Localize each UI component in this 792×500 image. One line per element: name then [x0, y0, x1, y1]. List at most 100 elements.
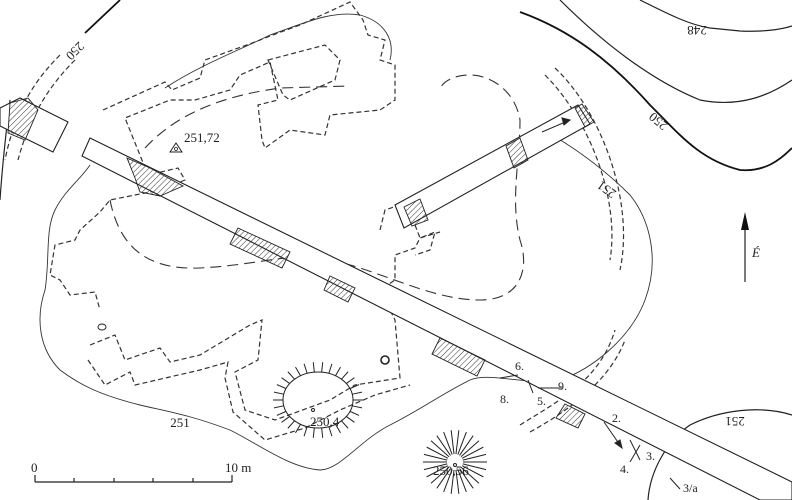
- north-arrow-icon: [741, 212, 749, 282]
- contour-line-250-right: [519, 11, 792, 172]
- building-wall: [49, 1, 396, 311]
- spot-height-trig: 251,72: [184, 130, 220, 145]
- contour-line-250-left: [84, 0, 121, 34]
- hachure-line: [281, 377, 290, 384]
- pit-icon: [97, 323, 107, 331]
- hachure-line: [303, 426, 308, 437]
- hachure-line: [460, 440, 480, 458]
- hachure-line: [341, 420, 349, 429]
- hatched-section-ne-3: [574, 103, 595, 128]
- contour-label-251-se: 251: [725, 414, 745, 429]
- hachure-line: [457, 431, 467, 455]
- contour-line-250-left-dashed-2: [17, 59, 76, 161]
- hachure-line: [349, 410, 360, 416]
- hachure-line: [423, 453, 448, 461]
- scale-bar: [34, 475, 233, 483]
- hachure-line: [287, 371, 295, 380]
- scale-bar-start: 0: [31, 460, 38, 475]
- contour-label-248: 248: [687, 23, 707, 38]
- hachure-line: [462, 453, 487, 461]
- hachure-line: [273, 405, 284, 409]
- contour-label-251-bottom: 251: [170, 415, 190, 430]
- hachure-line: [341, 371, 349, 380]
- hachure-line: [276, 384, 287, 390]
- hachure-line: [455, 469, 460, 494]
- section-label-9: 9.: [558, 379, 567, 393]
- contour-line-250-left-dashed: [4, 54, 61, 161]
- hachure-line: [426, 446, 449, 459]
- section-label-3: 3.: [646, 449, 655, 463]
- hachure-line: [328, 363, 333, 374]
- hatched-section-1: [126, 157, 185, 197]
- hachure-line: [443, 431, 453, 455]
- hachure-line: [423, 463, 448, 471]
- hachure-line: [346, 377, 355, 384]
- contour-line-251-se: [647, 409, 792, 500]
- section-label-3a: 3/a: [683, 481, 698, 495]
- hachure-line: [335, 366, 341, 377]
- section-label-8: 8.: [500, 392, 509, 406]
- hachure-line: [352, 391, 363, 395]
- hachure-line: [436, 435, 451, 456]
- hachure-line: [461, 446, 484, 459]
- hachure-line: [450, 430, 455, 455]
- scale-bar-end: 10 m: [225, 460, 251, 475]
- ditch-outer: [544, 67, 625, 271]
- hachure-line: [462, 463, 487, 471]
- hatched-section-ne-2: [505, 137, 529, 169]
- hatched-section-4: [431, 337, 486, 377]
- hachure-line: [460, 466, 480, 484]
- hachure-line: [450, 469, 455, 494]
- hachure-line: [328, 426, 333, 437]
- spot-height-marker-east: [453, 463, 457, 467]
- hachure-line: [436, 468, 451, 489]
- hachure-line: [455, 430, 460, 455]
- building-wall-inner: [267, 44, 341, 101]
- hachure-line: [321, 362, 324, 373]
- contour-label-250-right: 250: [646, 109, 671, 133]
- hachure-line: [303, 363, 308, 374]
- hachure-line: [459, 468, 474, 489]
- contour-line-249: [559, 0, 792, 103]
- hatched-section-2: [229, 227, 291, 269]
- hachure-line: [287, 420, 295, 429]
- hachure-line: [312, 427, 315, 438]
- hatched-section-3: [323, 275, 356, 303]
- building-wall-south: [87, 231, 441, 441]
- hachure-line: [295, 366, 301, 377]
- section-label-6: 6.: [515, 359, 524, 373]
- hatched-section-ne-1: [403, 198, 429, 227]
- hachure-line: [430, 440, 450, 458]
- trench-main: [81, 137, 792, 500]
- hachure-line: [443, 469, 453, 493]
- ditch-outline: [109, 74, 525, 301]
- hachure-line: [321, 427, 324, 438]
- mound-east: [423, 430, 487, 494]
- hachure-line: [295, 423, 301, 434]
- trench-west-hatched: [7, 97, 39, 141]
- hachure-line: [461, 465, 484, 478]
- spot-height-mound-east: 250,56: [433, 463, 469, 478]
- hachure-line: [352, 405, 363, 409]
- hachure-line: [281, 416, 290, 423]
- building-wall-east: [379, 204, 436, 256]
- hachure-line: [276, 410, 287, 416]
- hachure-line: [349, 384, 360, 390]
- hachure-line: [426, 465, 449, 478]
- posthole-icon: [380, 355, 390, 365]
- hatched-section-5: [555, 403, 586, 429]
- section-arrows: [499, 117, 681, 490]
- hachure-line: [457, 469, 467, 493]
- spot-height-mound-west: 250,4: [310, 414, 340, 429]
- hachure-line: [312, 362, 315, 373]
- hachure-line: [346, 416, 355, 423]
- contour-line-248: [639, 0, 792, 32]
- mound-west: [273, 362, 363, 438]
- contour-line-251-top: [164, 13, 392, 89]
- hachure-line: [273, 391, 284, 395]
- section-label-2: 2.: [612, 411, 621, 425]
- hachure-line: [335, 423, 341, 434]
- hachure-line: [459, 435, 474, 456]
